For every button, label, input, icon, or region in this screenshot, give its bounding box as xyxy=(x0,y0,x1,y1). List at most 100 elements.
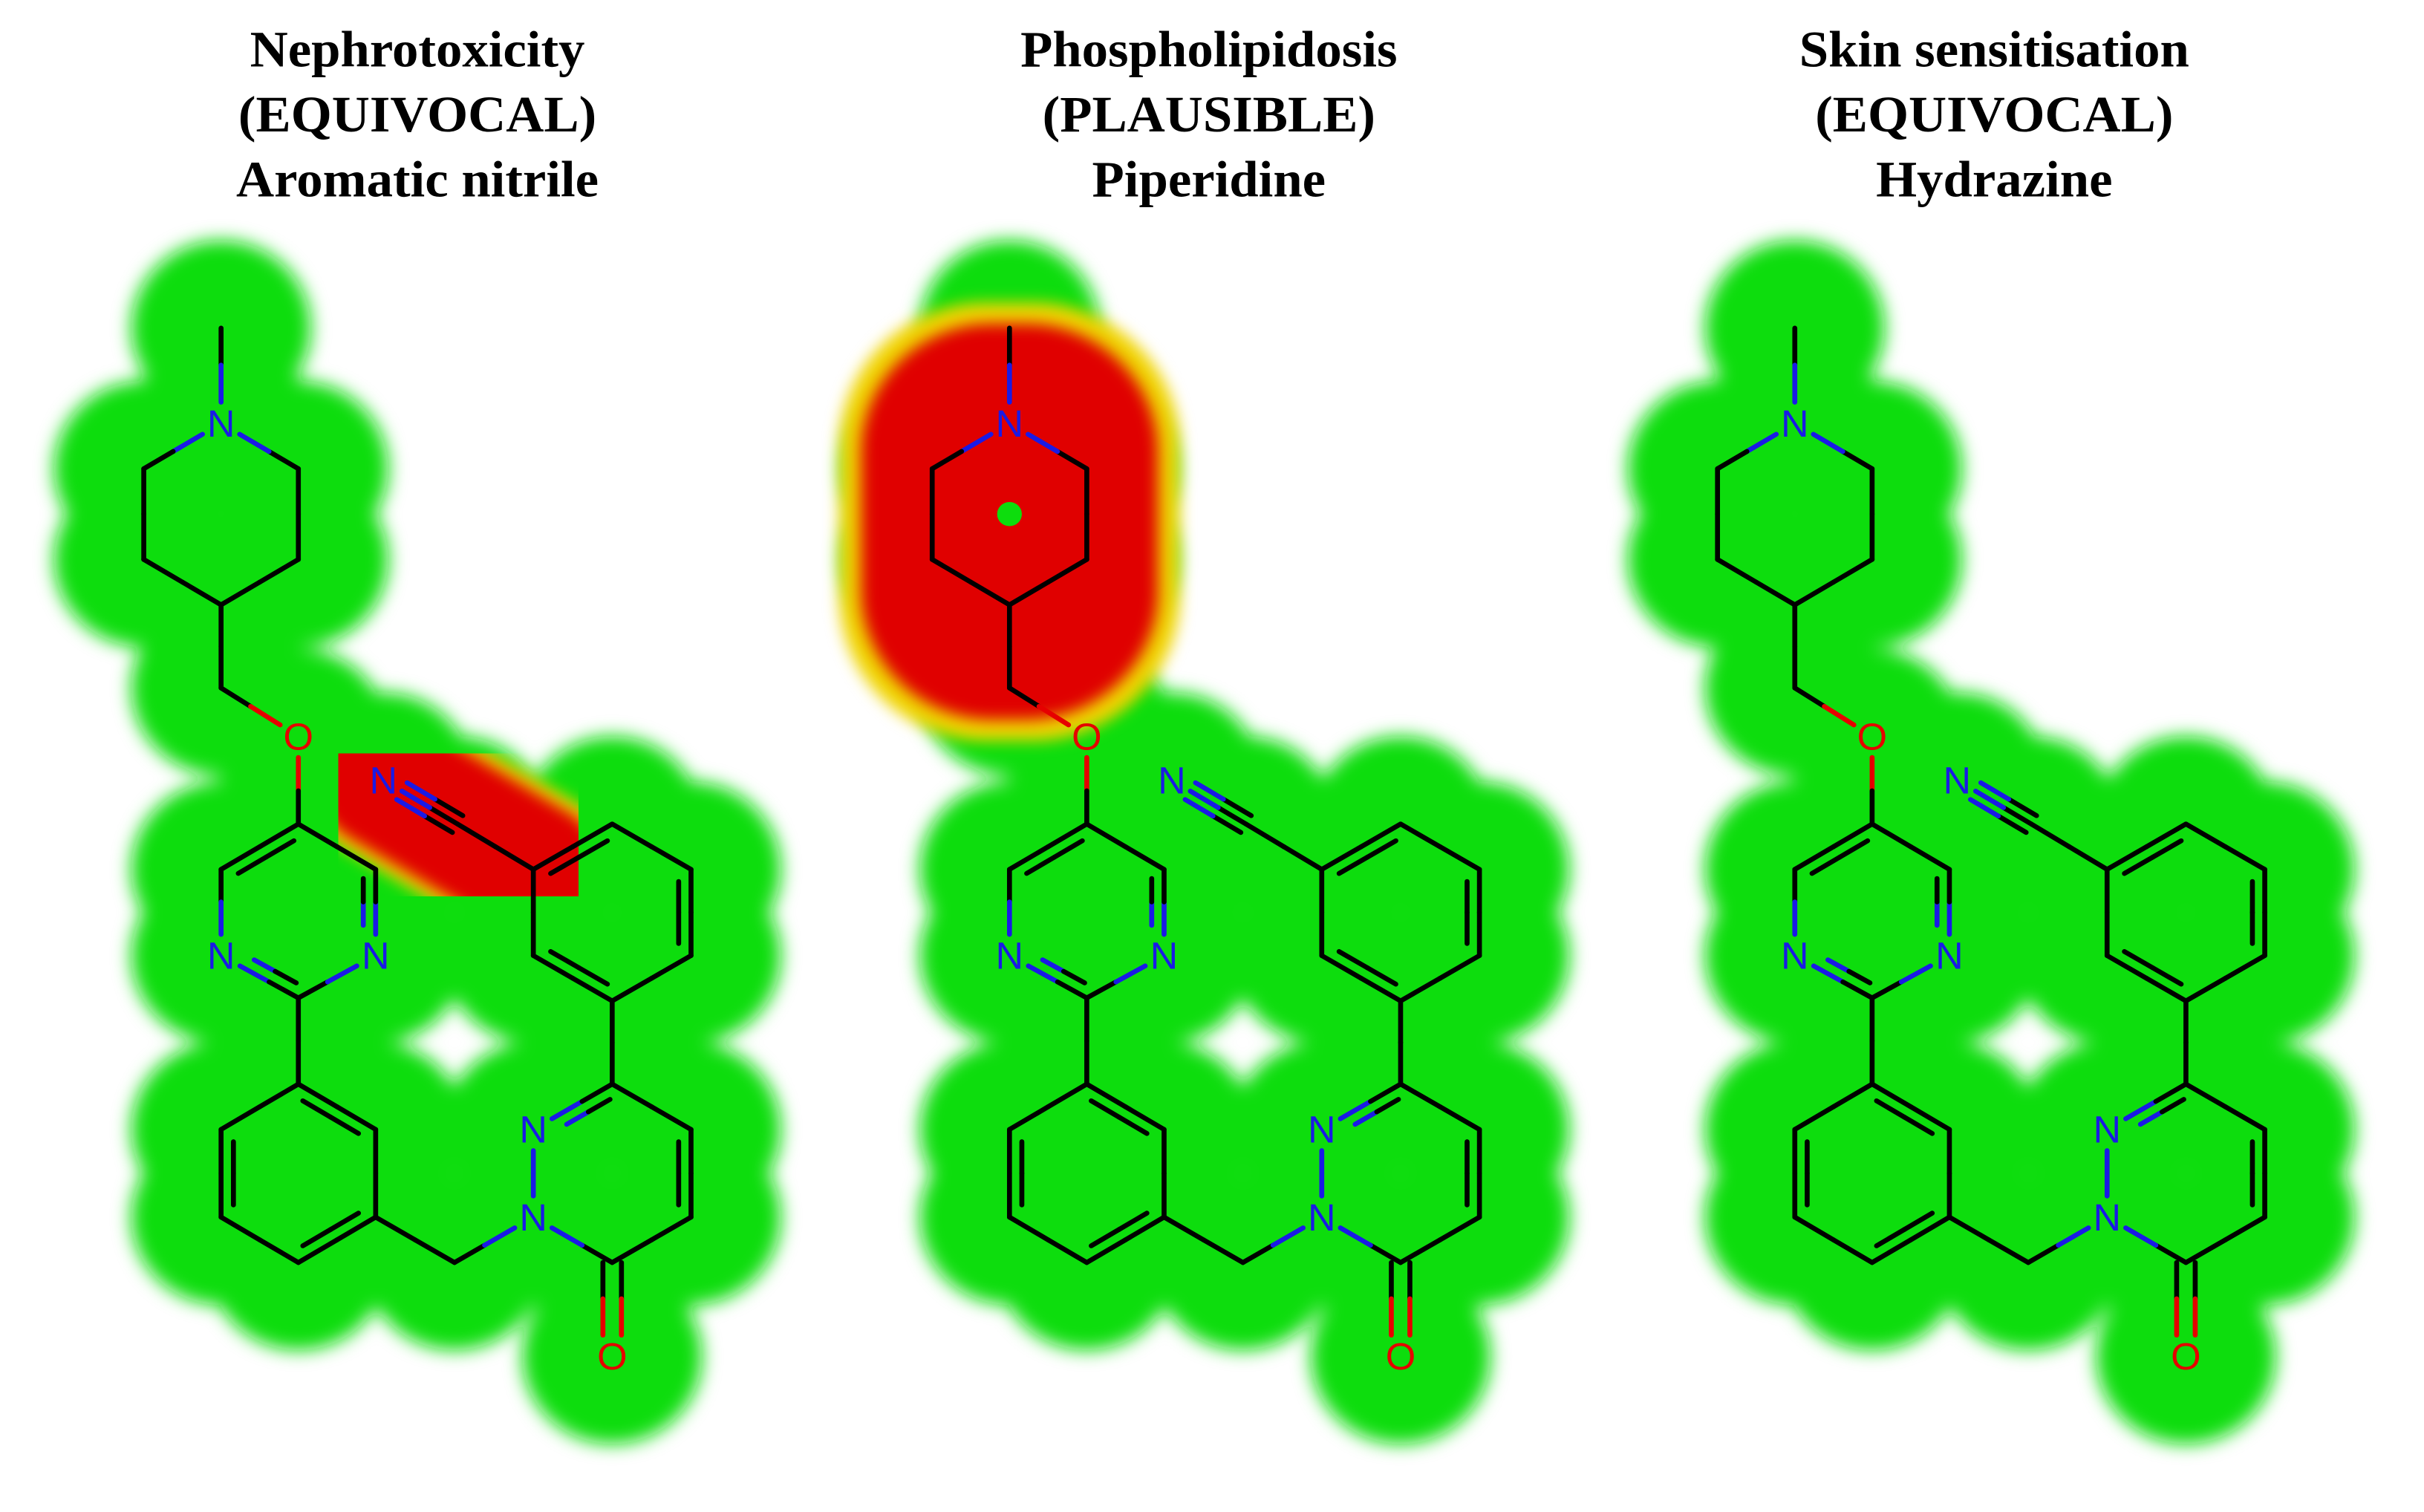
bond xyxy=(1084,963,1148,1001)
bond xyxy=(1026,957,1089,1001)
nitrogen-atom-label: N xyxy=(369,759,397,801)
bond xyxy=(1398,1214,1482,1265)
bond xyxy=(1243,821,1325,872)
bond xyxy=(1084,1081,1167,1136)
bond xyxy=(2174,1260,2198,1338)
bond xyxy=(1006,1214,1089,1265)
alert-name: Piperidine xyxy=(1092,151,1326,208)
oxygen-atom-label: O xyxy=(284,715,313,757)
bond xyxy=(218,1081,302,1133)
bond xyxy=(2123,1225,2189,1265)
nitrogen-atom-label: N xyxy=(1308,1196,1336,1238)
bond xyxy=(1006,557,1089,607)
nitrogen-atom-label: N xyxy=(996,934,1024,977)
oxygen-atom-label: O xyxy=(1072,715,1101,757)
bond xyxy=(1946,1214,2031,1265)
alert-highlight xyxy=(839,302,1180,741)
bond xyxy=(2183,1214,2267,1265)
bond xyxy=(237,431,302,472)
nitrogen-atom-label: N xyxy=(1150,934,1179,977)
bond xyxy=(2183,1081,2267,1133)
bond xyxy=(360,867,379,937)
bond xyxy=(2183,953,2267,1004)
nitrogen-atom-label: N xyxy=(2093,1108,2121,1150)
bond xyxy=(609,1214,694,1265)
nitrogen-atom-label: N xyxy=(519,1196,547,1238)
bond xyxy=(218,685,283,728)
alert-center-dot xyxy=(997,501,1022,527)
atom-contribution-blob xyxy=(2096,1268,2276,1444)
bond xyxy=(1792,1127,1810,1220)
bond xyxy=(1389,1260,1413,1338)
nitrogen-atom-label: N xyxy=(1944,759,1972,801)
atom-contribution-blob xyxy=(1867,692,2047,868)
bond xyxy=(218,1214,302,1265)
panel-phospholipidosis: Phospholipidosis (PLAUSIBLE) Piperidine … xyxy=(839,22,1569,1444)
nitrogen-atom-label: N xyxy=(1935,934,1964,977)
bond xyxy=(2249,1127,2267,1220)
bond xyxy=(1869,821,1952,872)
bond xyxy=(218,1127,236,1220)
bond xyxy=(394,780,466,835)
bond xyxy=(676,1127,694,1220)
bond xyxy=(1792,685,1857,728)
endpoint-title: Nephrotoxicity xyxy=(250,22,585,78)
likelihood-label: (EQUIVOCAL) xyxy=(238,87,596,143)
bond xyxy=(1811,431,1875,472)
bond xyxy=(373,1214,457,1265)
bond xyxy=(609,821,694,872)
bond xyxy=(1006,685,1072,728)
bond xyxy=(1967,780,2039,835)
bond xyxy=(1934,867,1952,937)
bond xyxy=(1811,957,1875,1001)
bond xyxy=(1319,821,1404,876)
bond xyxy=(1338,1081,1404,1127)
oxygen-atom-label: O xyxy=(1386,1335,1415,1378)
bond xyxy=(1398,1081,1482,1133)
bond xyxy=(1240,1225,1306,1265)
bond xyxy=(296,1081,379,1136)
bond xyxy=(1084,1210,1167,1265)
bond xyxy=(1398,953,1482,1004)
bond xyxy=(609,1081,694,1133)
bond xyxy=(1792,557,1875,607)
bond xyxy=(1792,1081,1875,1133)
bond xyxy=(1319,949,1404,1004)
panel-nephrotoxicity: Nephrotoxicity (EQUIVOCAL) Aromatic nitr… xyxy=(53,22,781,1444)
bond xyxy=(1869,963,1933,1001)
nitrogen-atom-label: N xyxy=(519,1108,547,1150)
nitrogen-atom-label: N xyxy=(207,934,235,977)
panel-title: Nephrotoxicity (EQUIVOCAL) Aromatic nitr… xyxy=(236,22,599,208)
bond xyxy=(1464,1127,1482,1220)
oxygen-atom-label: O xyxy=(597,1335,627,1378)
bond xyxy=(2123,1081,2189,1127)
bond xyxy=(452,1225,518,1265)
bond xyxy=(1398,821,1482,872)
bond xyxy=(929,557,1012,607)
atom-contribution-blob xyxy=(1311,1268,1490,1444)
bond xyxy=(530,949,615,1004)
bond xyxy=(296,1210,379,1265)
nitrogen-atom-label: N xyxy=(2093,1196,2121,1238)
likelihood-label: (PLAUSIBLE) xyxy=(1043,87,1375,143)
nitrogen-atom-label: N xyxy=(362,934,390,977)
similarity-map xyxy=(1627,240,2355,1444)
bond xyxy=(1162,1214,1245,1265)
bond xyxy=(1792,821,1875,876)
bond xyxy=(141,431,206,472)
bond xyxy=(2028,821,2110,872)
bond xyxy=(1006,821,1089,876)
panel-title: Skin sensitisation (EQUIVOCAL) Hydrazine xyxy=(1799,22,2189,208)
bond xyxy=(1006,1127,1025,1220)
bond xyxy=(141,557,224,607)
bond xyxy=(1869,1210,1952,1265)
nitrogen-atom-label: N xyxy=(996,402,1024,444)
bond xyxy=(676,867,694,959)
bond xyxy=(2249,867,2267,959)
bond xyxy=(1715,557,1798,607)
bond xyxy=(218,821,302,876)
